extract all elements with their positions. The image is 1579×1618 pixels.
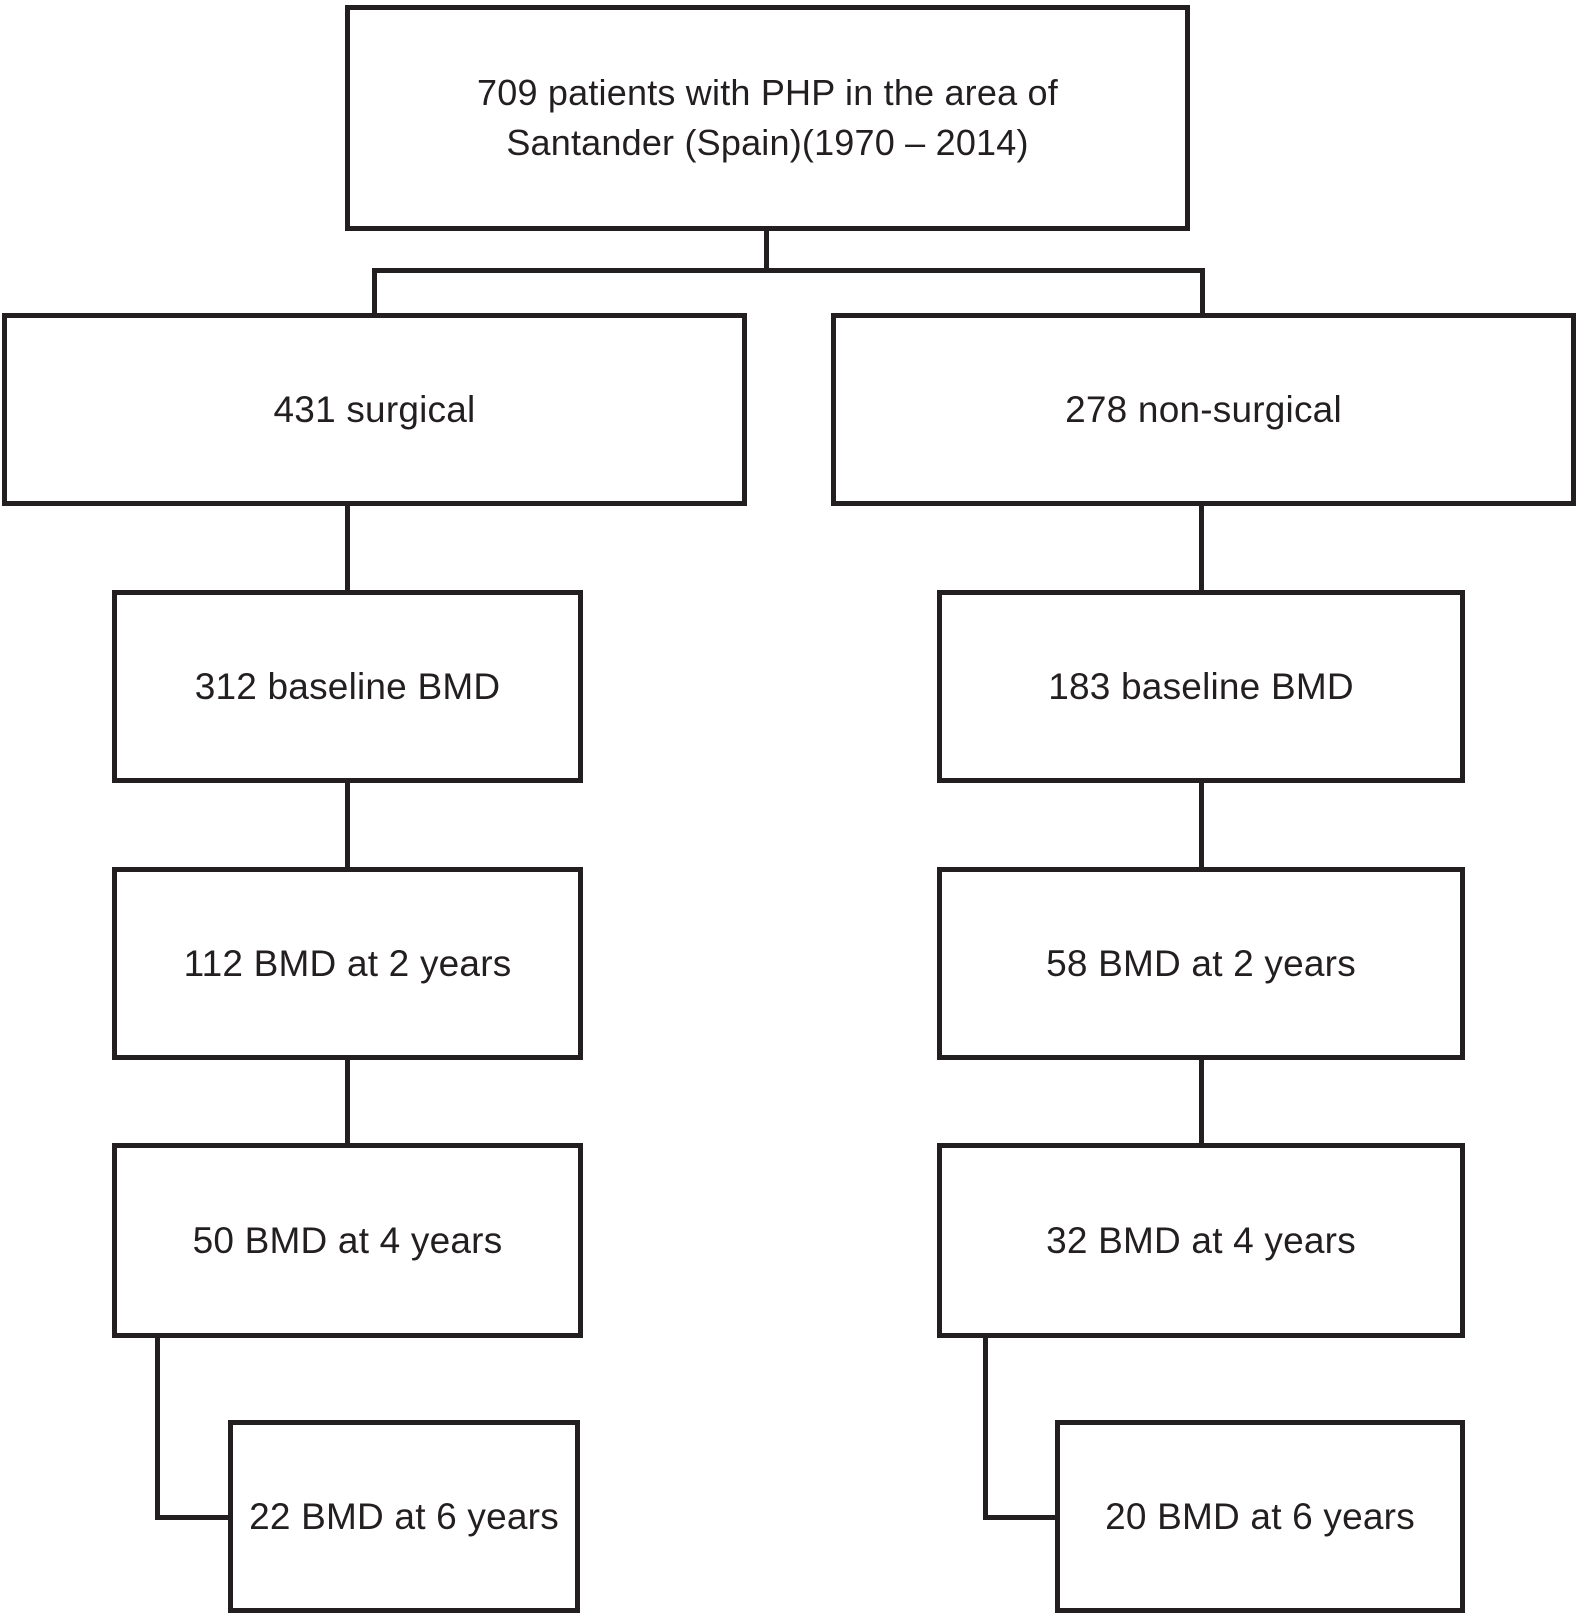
flow-node-total-patients-line1: 709 patients with PHP in the area of	[477, 71, 1058, 113]
connector-4y-to-6y-non-surgical-vertical	[983, 1336, 988, 1520]
flow-node-surgical: 431 surgical	[2, 313, 747, 506]
connector-branch-splitter	[372, 268, 1205, 273]
flow-node-bmd-6y-non-surgical-label: 20 BMD at 6 years	[1105, 1495, 1415, 1537]
flow-node-bmd-2y-surgical: 112 BMD at 2 years	[112, 867, 583, 1060]
flow-node-baseline-bmd-surgical: 312 baseline BMD	[112, 590, 583, 783]
flow-node-bmd-6y-non-surgical: 20 BMD at 6 years	[1055, 1420, 1465, 1613]
flow-node-surgical-label: 431 surgical	[273, 388, 476, 430]
flow-node-bmd-6y-surgical: 22 BMD at 6 years	[228, 1420, 580, 1613]
flow-node-baseline-bmd-surgical-label: 312 baseline BMD	[194, 665, 501, 707]
connector-drop-surgical	[372, 268, 377, 315]
flow-node-non-surgical: 278 non-surgical	[831, 313, 1576, 506]
connector-non-surgical-to-baseline	[1199, 503, 1204, 592]
flow-node-total-patients: 709 patients with PHP in the area of San…	[345, 5, 1190, 231]
flow-node-bmd-4y-surgical-label: 50 BMD at 4 years	[192, 1219, 503, 1261]
connector-baseline-to-2y-non-surgical	[1199, 781, 1204, 869]
connector-root-stem	[764, 228, 769, 273]
connector-2y-to-4y-surgical	[345, 1058, 350, 1145]
flow-node-bmd-4y-non-surgical: 32 BMD at 4 years	[937, 1143, 1465, 1338]
connector-surgical-to-baseline	[345, 503, 350, 592]
connector-4y-to-6y-surgical-vertical	[155, 1336, 160, 1520]
flow-node-non-surgical-label: 278 non-surgical	[1065, 388, 1342, 430]
connector-4y-to-6y-non-surgical-horizontal	[983, 1515, 1057, 1520]
flow-node-baseline-bmd-non-surgical-label: 183 baseline BMD	[1048, 665, 1354, 707]
connector-drop-non-surgical	[1200, 268, 1205, 315]
flow-node-baseline-bmd-non-surgical: 183 baseline BMD	[937, 590, 1465, 783]
flow-node-bmd-4y-surgical: 50 BMD at 4 years	[112, 1143, 583, 1338]
flow-node-bmd-4y-non-surgical-label: 32 BMD at 4 years	[1046, 1219, 1356, 1261]
connector-baseline-to-2y-surgical	[345, 781, 350, 869]
flow-node-bmd-2y-non-surgical-label: 58 BMD at 2 years	[1046, 942, 1356, 984]
flow-node-bmd-6y-surgical-label: 22 BMD at 6 years	[249, 1495, 559, 1537]
flow-node-bmd-2y-surgical-label: 112 BMD at 2 years	[183, 942, 512, 984]
connector-4y-to-6y-surgical-horizontal	[155, 1515, 230, 1520]
flow-node-total-patients-line2: Santander (Spain)(1970 – 2014)	[506, 122, 1029, 163]
flow-node-bmd-2y-non-surgical: 58 BMD at 2 years	[937, 867, 1465, 1060]
connector-2y-to-4y-non-surgical	[1199, 1058, 1204, 1145]
